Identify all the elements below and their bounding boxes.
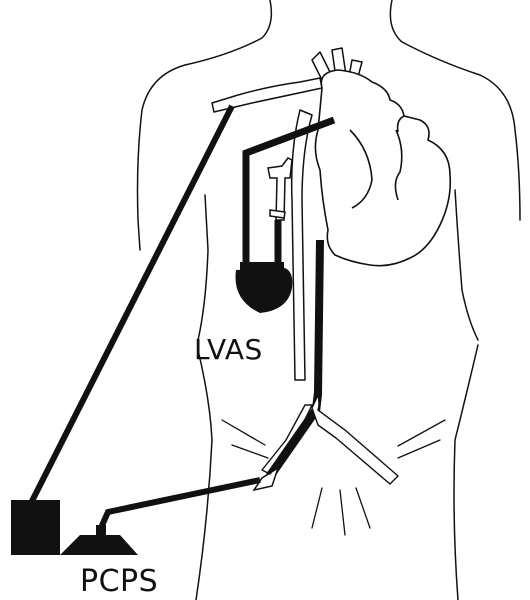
neck-left [138, 0, 272, 250]
lvas-pump [236, 262, 293, 313]
pcps-label: PCPS [80, 567, 158, 597]
heart [315, 70, 450, 266]
pcps-femoral-line [100, 480, 260, 530]
pcps-arterial-line [30, 106, 232, 505]
pcps-lines [30, 106, 260, 530]
lvas-inflow-cannula [268, 158, 292, 220]
heart-outline [315, 70, 450, 266]
femoral-vessels [262, 395, 398, 484]
box-console-icon [11, 500, 60, 555]
descending-aorta [292, 110, 312, 380]
triangle-pump-icon [60, 525, 138, 555]
right-arm-inner [455, 190, 478, 340]
left-arm-inner [198, 195, 208, 340]
right-flank [454, 345, 478, 600]
pelvic-lines [222, 420, 445, 535]
left-flank [196, 350, 212, 600]
lvas-label: LVAS [194, 333, 263, 366]
round-pump-icon [236, 268, 293, 313]
